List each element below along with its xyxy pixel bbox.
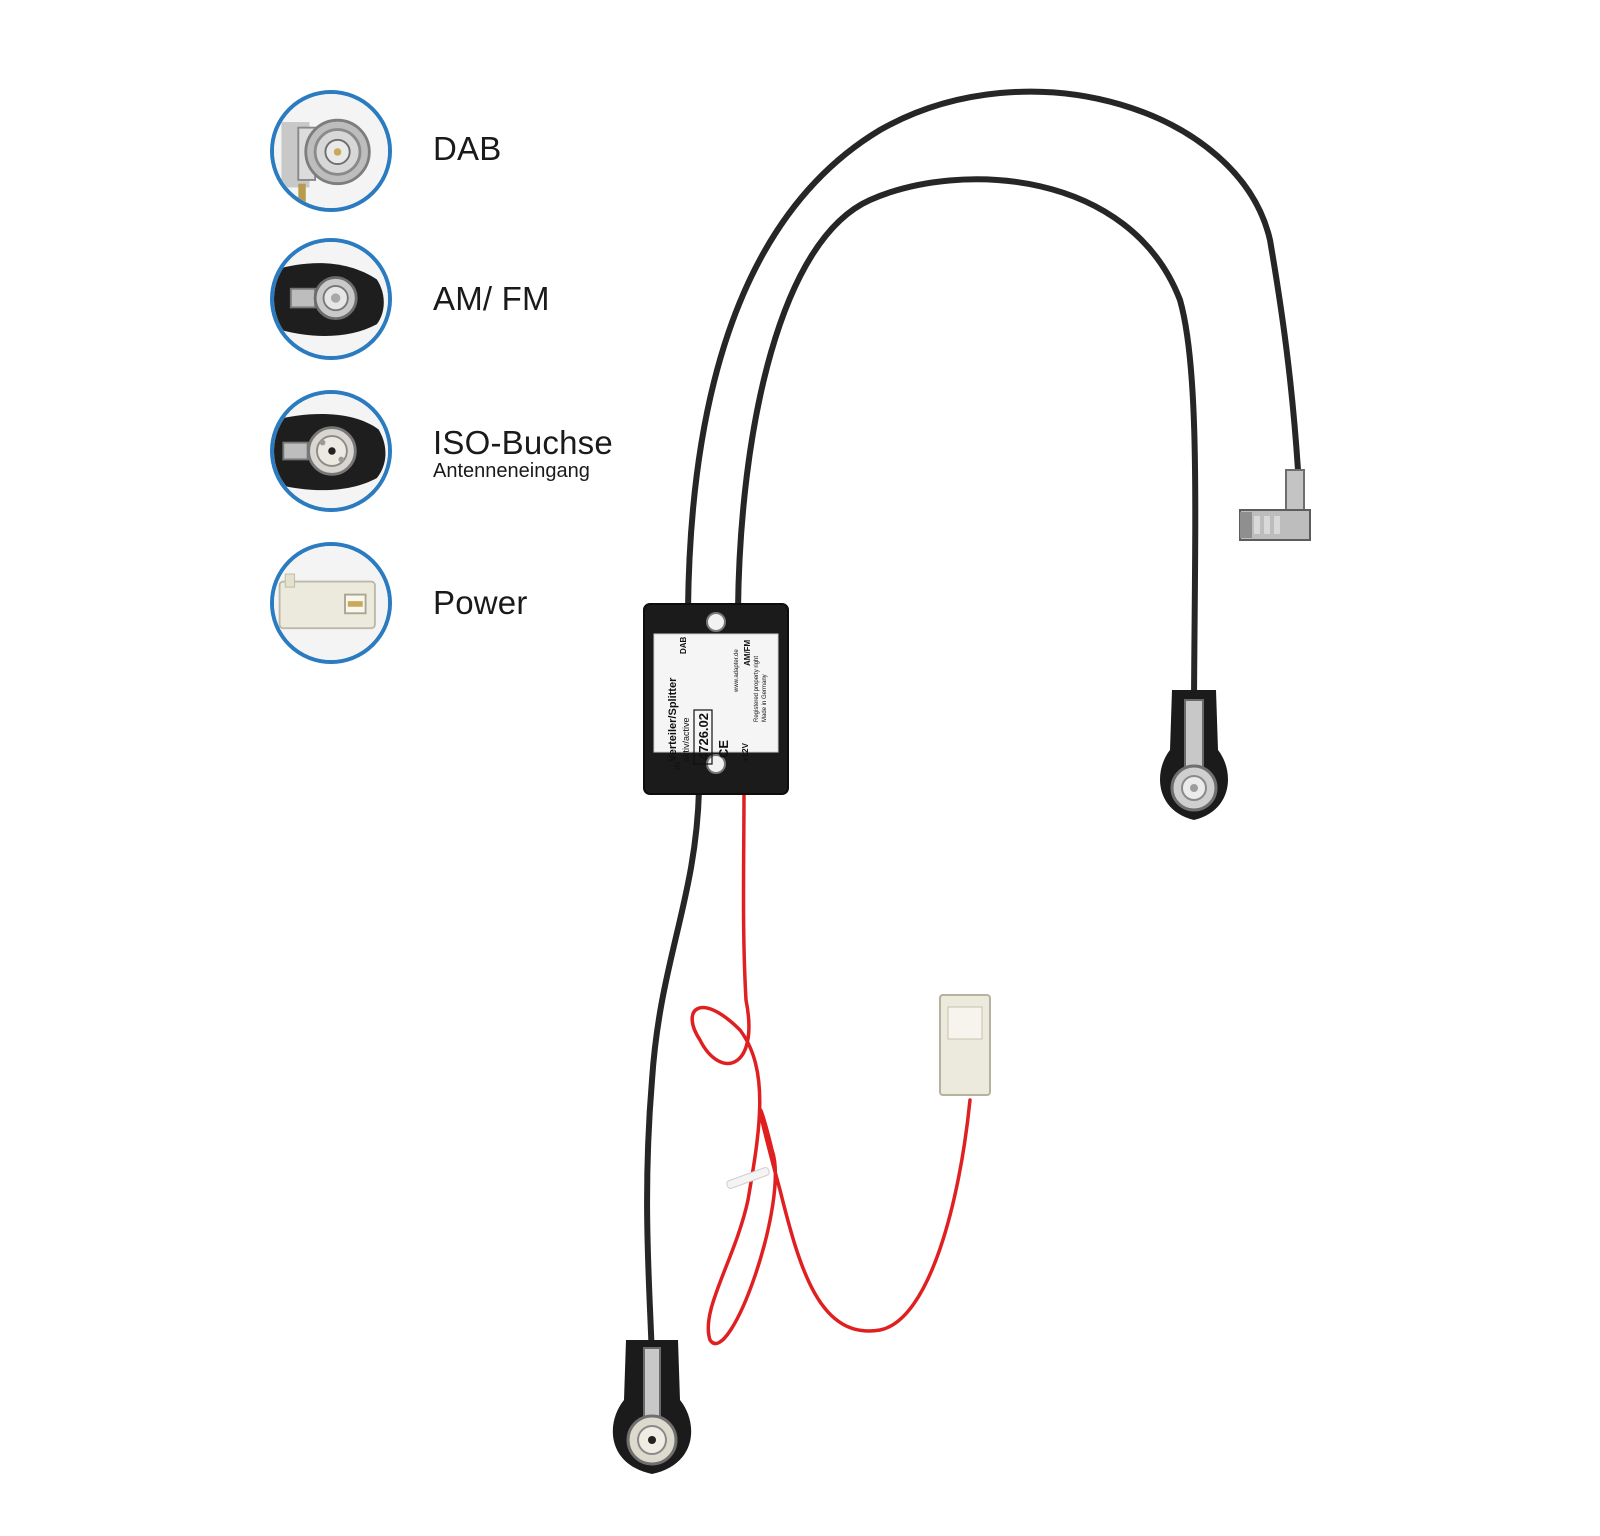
legend-item-dab: DAB xyxy=(270,90,690,220)
splitter-made-in: Made in Germany xyxy=(762,674,768,722)
splitter-power-label: +12V xyxy=(741,742,750,762)
ce-mark: CE xyxy=(716,740,731,758)
splitter-port-in: IN xyxy=(673,762,682,770)
legend-item-am-fm: AM/ FM xyxy=(270,238,690,368)
legend-label-dab: DAB xyxy=(433,130,502,167)
splitter-registered: Registered property right xyxy=(754,656,760,722)
legend-label-am-fm: AM/ FM xyxy=(433,280,550,317)
legend-item-iso: ISO-Buchse Antenneneingang xyxy=(270,390,690,520)
splitter-port-dab: DAB xyxy=(679,636,688,654)
power-connector-icon xyxy=(270,542,392,664)
power-plug xyxy=(939,994,991,1096)
splitter-part-number: 4726.02 xyxy=(696,713,711,760)
iso-socket-icon xyxy=(270,390,392,512)
dab-connector-icon xyxy=(270,90,392,212)
dab-cable xyxy=(685,88,1301,613)
legend-sublabel-iso: Antenneneingang xyxy=(433,460,590,482)
am-fm-connector-icon xyxy=(270,238,392,360)
legend-item-power: Power xyxy=(270,542,690,672)
am-fm-cable xyxy=(735,176,1199,703)
splitter-title: Verteiler/Splitter xyxy=(667,677,679,762)
splitter-port-amfm: AM/FM xyxy=(743,639,752,666)
splitter-website: www.adapter.de xyxy=(734,649,740,693)
am-fm-iso-plug xyxy=(1160,690,1228,820)
power-cable-red xyxy=(690,788,972,1346)
iso-input-cable xyxy=(644,787,702,1363)
legend-label-iso: ISO-Buchse xyxy=(433,424,613,461)
iso-input-socket xyxy=(612,1340,692,1474)
splitter-label: Verteiler/Splitter aktiv/active 4726.02 … xyxy=(667,636,768,770)
splitter-subtitle: aktiv/active xyxy=(681,717,691,762)
dab-connector xyxy=(1239,469,1311,541)
legend-label-power: Power xyxy=(433,584,528,621)
mounting-hole-top xyxy=(706,612,726,632)
